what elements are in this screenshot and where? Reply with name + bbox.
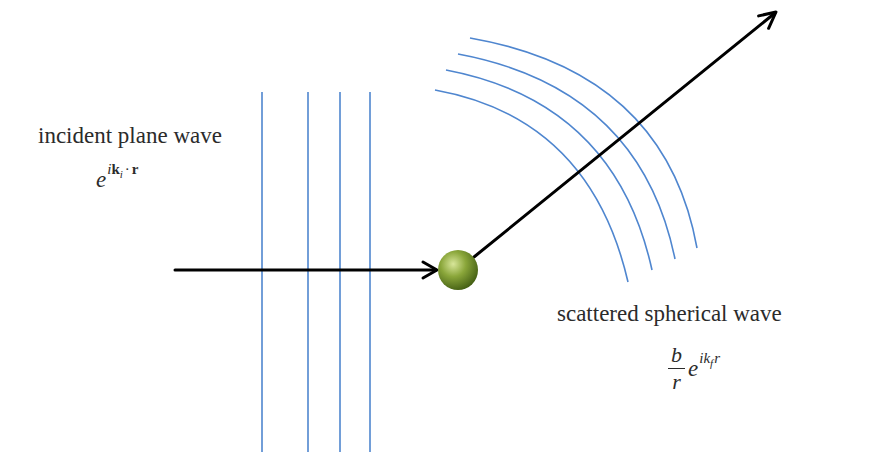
formula-symbol: e <box>688 357 698 380</box>
formula-symbol: k <box>703 350 710 366</box>
wave-label: incident plane wave <box>38 123 222 148</box>
exponent: ikfr <box>699 351 720 366</box>
arrow-head <box>423 262 437 278</box>
formula-subscript: f <box>710 357 713 369</box>
arrow-head <box>759 12 776 28</box>
formula: b r e ikfr <box>668 344 720 393</box>
formula-symbol: · <box>123 161 132 177</box>
scatterer-sphere <box>438 250 478 290</box>
formula-symbol: e <box>96 168 106 191</box>
formula: e iki·r <box>96 168 138 191</box>
exponent: iki·r <box>107 162 138 177</box>
formula-symbol: b <box>668 344 685 369</box>
incident-arrow <box>175 269 436 272</box>
formula-symbol: r <box>713 350 720 366</box>
plane-wavefront <box>307 92 309 452</box>
fraction: b r <box>668 344 685 393</box>
formula-subscript: i <box>120 168 123 180</box>
formula-symbol: i <box>107 161 111 177</box>
spherical-wavefront <box>470 38 697 248</box>
formula-symbol: r <box>672 369 681 393</box>
caption-group: incident plane wave <box>38 124 222 147</box>
formula-symbol: k <box>111 161 119 177</box>
scattered-arrow <box>474 13 775 257</box>
plane-wavefront <box>261 92 263 452</box>
plane-wavefront <box>339 92 341 452</box>
caption-group: scattered spherical wave <box>557 302 782 325</box>
spherical-wavefront <box>458 54 675 259</box>
formula-symbol: i <box>699 350 703 366</box>
formula-symbol: r <box>132 161 139 177</box>
plane-wavefront <box>369 92 371 452</box>
wavefronts <box>262 38 697 452</box>
spherical-wavefront <box>446 70 652 270</box>
wave-label: scattered spherical wave <box>557 301 782 326</box>
